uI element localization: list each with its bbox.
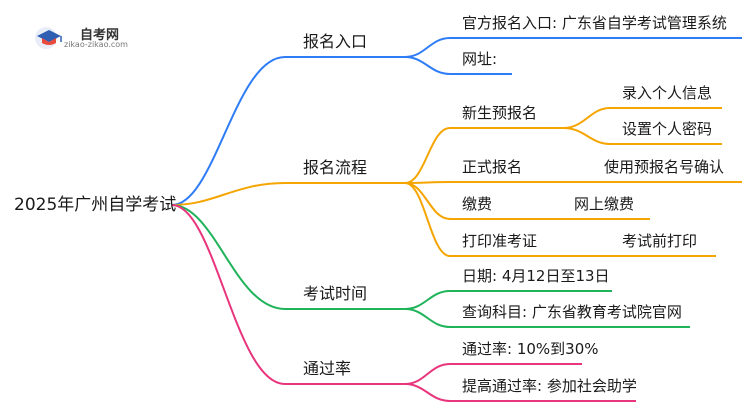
graduation-cap-icon [35,27,62,49]
branch-registration-entry: 报名入口 [303,32,368,51]
node-print-before-exam: 考试前打印 [622,232,698,250]
connector-process-fee [404,182,650,220]
node-website: 网址: [462,50,498,68]
node-confirm-with-number: 使用预报名号确认 [604,158,725,176]
connector-entry-url [404,56,512,75]
branch-registration-process: 报名流程 [303,158,368,177]
node-payment: 缴费 [462,195,493,213]
connector-root-process [171,182,405,206]
node-improve-pass-rate: 提高通过率: 参加社会助学 [462,377,637,395]
connector-pre-password [562,127,722,145]
node-pass-rate-value: 通过率: 10%到30% [462,340,599,358]
connector-time-query [404,308,690,328]
connector-root-time [171,204,405,310]
logo-brand-text: 自考网 [80,28,120,43]
connector-pass-rate [404,363,582,385]
node-query-subjects: 查询科目: 广东省教育考试院官网 [462,303,682,321]
connector-root-pass [171,204,405,385]
connector-pass-improve [404,383,636,402]
connector-entry-official [404,37,742,58]
branch-exam-time: 考试时间 [303,284,368,303]
node-pre-registration: 新生预报名 [462,104,538,122]
branch-pass-rate: 通过率 [303,359,352,378]
node-online-payment: 网上缴费 [574,195,635,213]
connector-pre-info [562,107,722,129]
connector-time-date [404,290,612,310]
node-exam-date: 日期: 4月12日至13日 [462,267,610,285]
node-enter-info: 录入个人信息 [622,84,713,102]
node-set-password: 设置个人密码 [622,120,713,138]
node-print-ticket: 打印准考证 [462,232,538,250]
root-node: 2025年广州自学考试 [14,195,177,215]
node-formal-registration: 正式报名 [462,158,523,176]
logo-url-text: zikao-zikao.com [64,40,128,49]
node-official-entry: 官方报名入口: 广东省自学考试管理系统 [462,14,727,32]
site-logo: 自考网 zikao-zikao.com [34,22,164,52]
connector-process-print [404,182,716,257]
connector-process-pre [404,127,563,184]
connector-process-formal [404,181,742,184]
connector-root-entry [171,56,405,206]
